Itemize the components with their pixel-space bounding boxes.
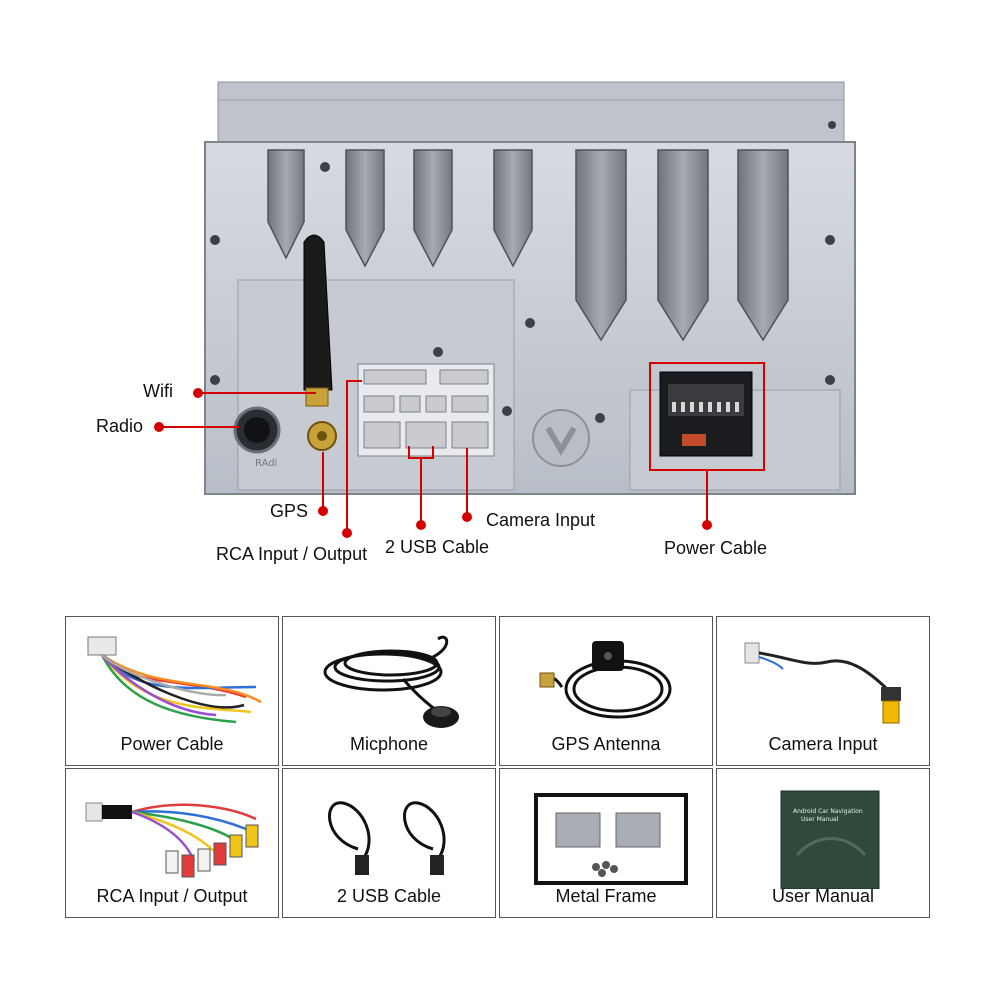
- accessory-label: 2 USB Cable: [336, 886, 442, 906]
- rca-leader-v: [346, 380, 348, 530]
- power-connector: [659, 371, 753, 457]
- rca-leader-h: [346, 380, 362, 382]
- power-leader: [706, 470, 708, 524]
- accessory-card-metal-frame: Metal Frame: [499, 768, 713, 918]
- screws: [210, 121, 836, 423]
- microphone-icon: [323, 635, 459, 728]
- wire-harness-icon: [87, 636, 262, 724]
- accessory-card-power-cable: Power Cable: [65, 616, 279, 766]
- usb-dot: [416, 520, 426, 530]
- accessory-card-gps-antenna: GPS Antenna: [499, 616, 713, 766]
- accessory-card-microphone: Micphone: [282, 616, 496, 766]
- brand-badge: [532, 409, 590, 467]
- power-label: Power Cable: [664, 538, 768, 558]
- gps-connector: [307, 421, 337, 451]
- usb-cable-icon: [328, 801, 446, 875]
- cooling-fins: [267, 149, 789, 342]
- user-manual-icon: Android Car Navigation User Manual: [780, 790, 880, 889]
- radio-label: Radio: [96, 416, 144, 436]
- radio-port: RAdi: [233, 406, 281, 469]
- accessory-label: User Manual: [771, 886, 875, 906]
- usb-label: 2 USB Cable: [385, 537, 490, 557]
- accessory-label: GPS Antenna: [551, 734, 661, 754]
- metal-frame-icon: [534, 793, 688, 885]
- top-housing: [217, 81, 845, 145]
- rca-label: RCA Input / Output: [216, 544, 368, 564]
- accessory-card-rca: RCA Input / Output: [65, 768, 279, 918]
- accessory-card-usb: 2 USB Cable: [282, 768, 496, 918]
- accessory-card-camera-input: Camera Input: [716, 616, 930, 766]
- wifi-antenna: [303, 234, 333, 407]
- gps-antenna-icon: [539, 641, 672, 719]
- accessory-card-user-manual: Android Car Navigation User Manual User …: [716, 768, 930, 918]
- gps-leader: [322, 452, 324, 508]
- manual-subtitle: User Manual: [801, 816, 839, 823]
- accessory-label: Micphone: [349, 734, 429, 754]
- gps-dot: [318, 506, 328, 516]
- rca-cable-icon: [85, 802, 259, 878]
- gps-label: GPS: [270, 501, 309, 521]
- main-harness-plug: [357, 363, 495, 457]
- usb-bracket-l: [408, 446, 410, 458]
- radio-leader: [159, 426, 239, 428]
- manual-title: Android Car Navigation: [793, 808, 863, 815]
- usb-leader: [420, 458, 422, 524]
- accessory-label: Camera Input: [768, 734, 878, 754]
- head-unit-rear-panel: RAdi: [204, 81, 856, 495]
- wifi-leader: [198, 392, 316, 394]
- radio-port-mark: RAdi: [255, 458, 277, 469]
- camera-label: Camera Input: [486, 510, 596, 530]
- camera-leader: [466, 448, 468, 516]
- accessory-label: Power Cable: [120, 734, 224, 754]
- accessory-label: Metal Frame: [555, 886, 657, 906]
- rca-dot: [342, 528, 352, 538]
- usb-bracket-r: [432, 446, 434, 458]
- accessory-label: RCA Input / Output: [96, 886, 248, 906]
- camera-cable-icon: [744, 642, 901, 724]
- power-dot: [702, 520, 712, 530]
- wifi-label: Wifi: [143, 381, 173, 401]
- camera-dot: [462, 512, 472, 522]
